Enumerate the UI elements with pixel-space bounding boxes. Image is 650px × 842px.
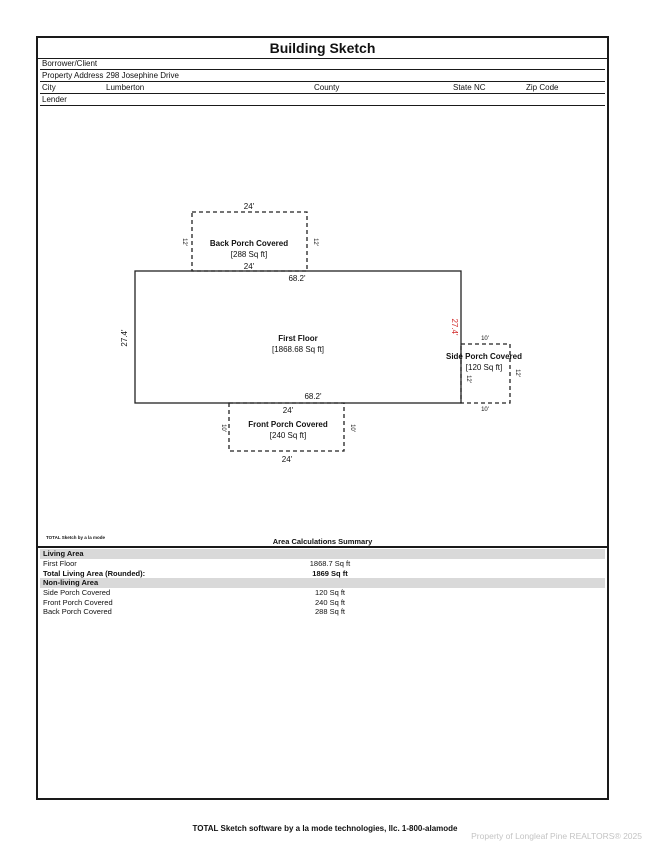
row-label: Total Living Area (Rounded): — [43, 568, 146, 578]
state-value: NC — [474, 83, 486, 92]
property-row: Property Address 298 Josephine Drive — [40, 70, 605, 82]
row-label: Back Porch Covered — [43, 607, 112, 616]
property-label: Property Address — [42, 71, 104, 80]
dim-label: 68.2' — [288, 274, 306, 283]
summary-row: Side Porch Covered 120 Sq ft — [40, 588, 605, 598]
dim-label: 24' — [282, 455, 293, 464]
city-row: City Lumberton County State NC Zip Code — [40, 82, 605, 94]
row-value: 240 Sq ft — [314, 597, 346, 607]
dim-label: 24' — [283, 406, 294, 415]
city-label: City — [42, 83, 56, 92]
dim-label: 10' — [481, 407, 489, 413]
dim-label: 10' — [349, 424, 355, 432]
dim-label: 10' — [481, 336, 489, 342]
dim-label: 24' — [244, 202, 255, 211]
back-porch-area: [288 Sq ft] — [231, 250, 267, 259]
dim-label: 12' — [181, 238, 187, 246]
borrower-row: Borrower/Client — [40, 58, 605, 70]
divider — [38, 546, 607, 548]
area-summary: Living Area First Floor 1868.7 Sq ft Tot… — [40, 549, 605, 617]
row-label: First Floor — [43, 559, 77, 568]
front-porch-name: Front Porch Covered — [248, 420, 328, 429]
first-floor-area: [1868.68 Sq ft] — [272, 345, 324, 354]
back-porch-name: Back Porch Covered — [210, 239, 288, 248]
row-value: 1869 Sq ft — [312, 568, 348, 578]
living-area-header: Living Area — [40, 549, 605, 559]
city-value: Lumberton — [106, 83, 145, 92]
row-label: Front Porch Covered — [43, 597, 113, 607]
summary-row: Front Porch Covered 240 Sq ft — [40, 598, 605, 608]
front-porch-outline — [228, 402, 345, 452]
front-porch-area: [240 Sq ft] — [270, 431, 306, 440]
footer-text: TOTAL Sketch software by a la mode techn… — [192, 824, 458, 833]
summary-row: Back Porch Covered 288 Sq ft — [40, 607, 605, 617]
dim-label: 12' — [514, 369, 520, 377]
nonliving-area-header: Non-living Area — [40, 578, 605, 588]
dim-label: 24' — [244, 262, 255, 271]
summary-row: First Floor 1868.7 Sq ft — [40, 559, 605, 569]
county-label: County — [314, 83, 340, 92]
row-label: Side Porch Covered — [43, 588, 111, 597]
dim-label: 68.2' — [304, 392, 322, 401]
side-porch-name: Side Porch Covered — [446, 352, 522, 361]
sketch-form: Building Sketch Borrower/Client Property… — [36, 36, 609, 800]
dim-label: 27.4' — [120, 329, 129, 347]
row-value: 120 Sq ft — [314, 588, 346, 597]
page-title: Building Sketch — [38, 38, 607, 59]
row-value: 288 Sq ft — [314, 607, 346, 616]
borrower-label: Borrower/Client — [42, 59, 98, 68]
first-floor-name: First Floor — [278, 334, 318, 343]
lender-row: Lender — [40, 94, 605, 106]
summary-row: Total Living Area (Rounded): 1869 Sq ft — [40, 569, 605, 579]
side-porch-outline — [460, 343, 511, 404]
dim-label-highlight: 27.4' — [450, 318, 459, 336]
state-label: State — [453, 83, 472, 92]
watermark: Property of Longleaf Pine REALTORS® 2025 — [471, 831, 642, 841]
side-porch-area: [120 Sq ft] — [466, 363, 502, 372]
first-floor-outline — [134, 270, 462, 404]
zip-label: Zip Code — [526, 83, 559, 92]
lender-label: Lender — [42, 95, 67, 104]
sketch-note: TOTAL Sketch by a la mode — [46, 535, 106, 540]
property-value: 298 Josephine Drive — [106, 71, 179, 80]
dim-label: 12' — [465, 375, 471, 383]
dim-label: 12' — [312, 238, 318, 246]
row-value: 1868.7 Sq ft — [309, 559, 351, 568]
dim-label: 10' — [220, 424, 226, 432]
summary-title: Area Calculations Summary — [272, 537, 373, 546]
